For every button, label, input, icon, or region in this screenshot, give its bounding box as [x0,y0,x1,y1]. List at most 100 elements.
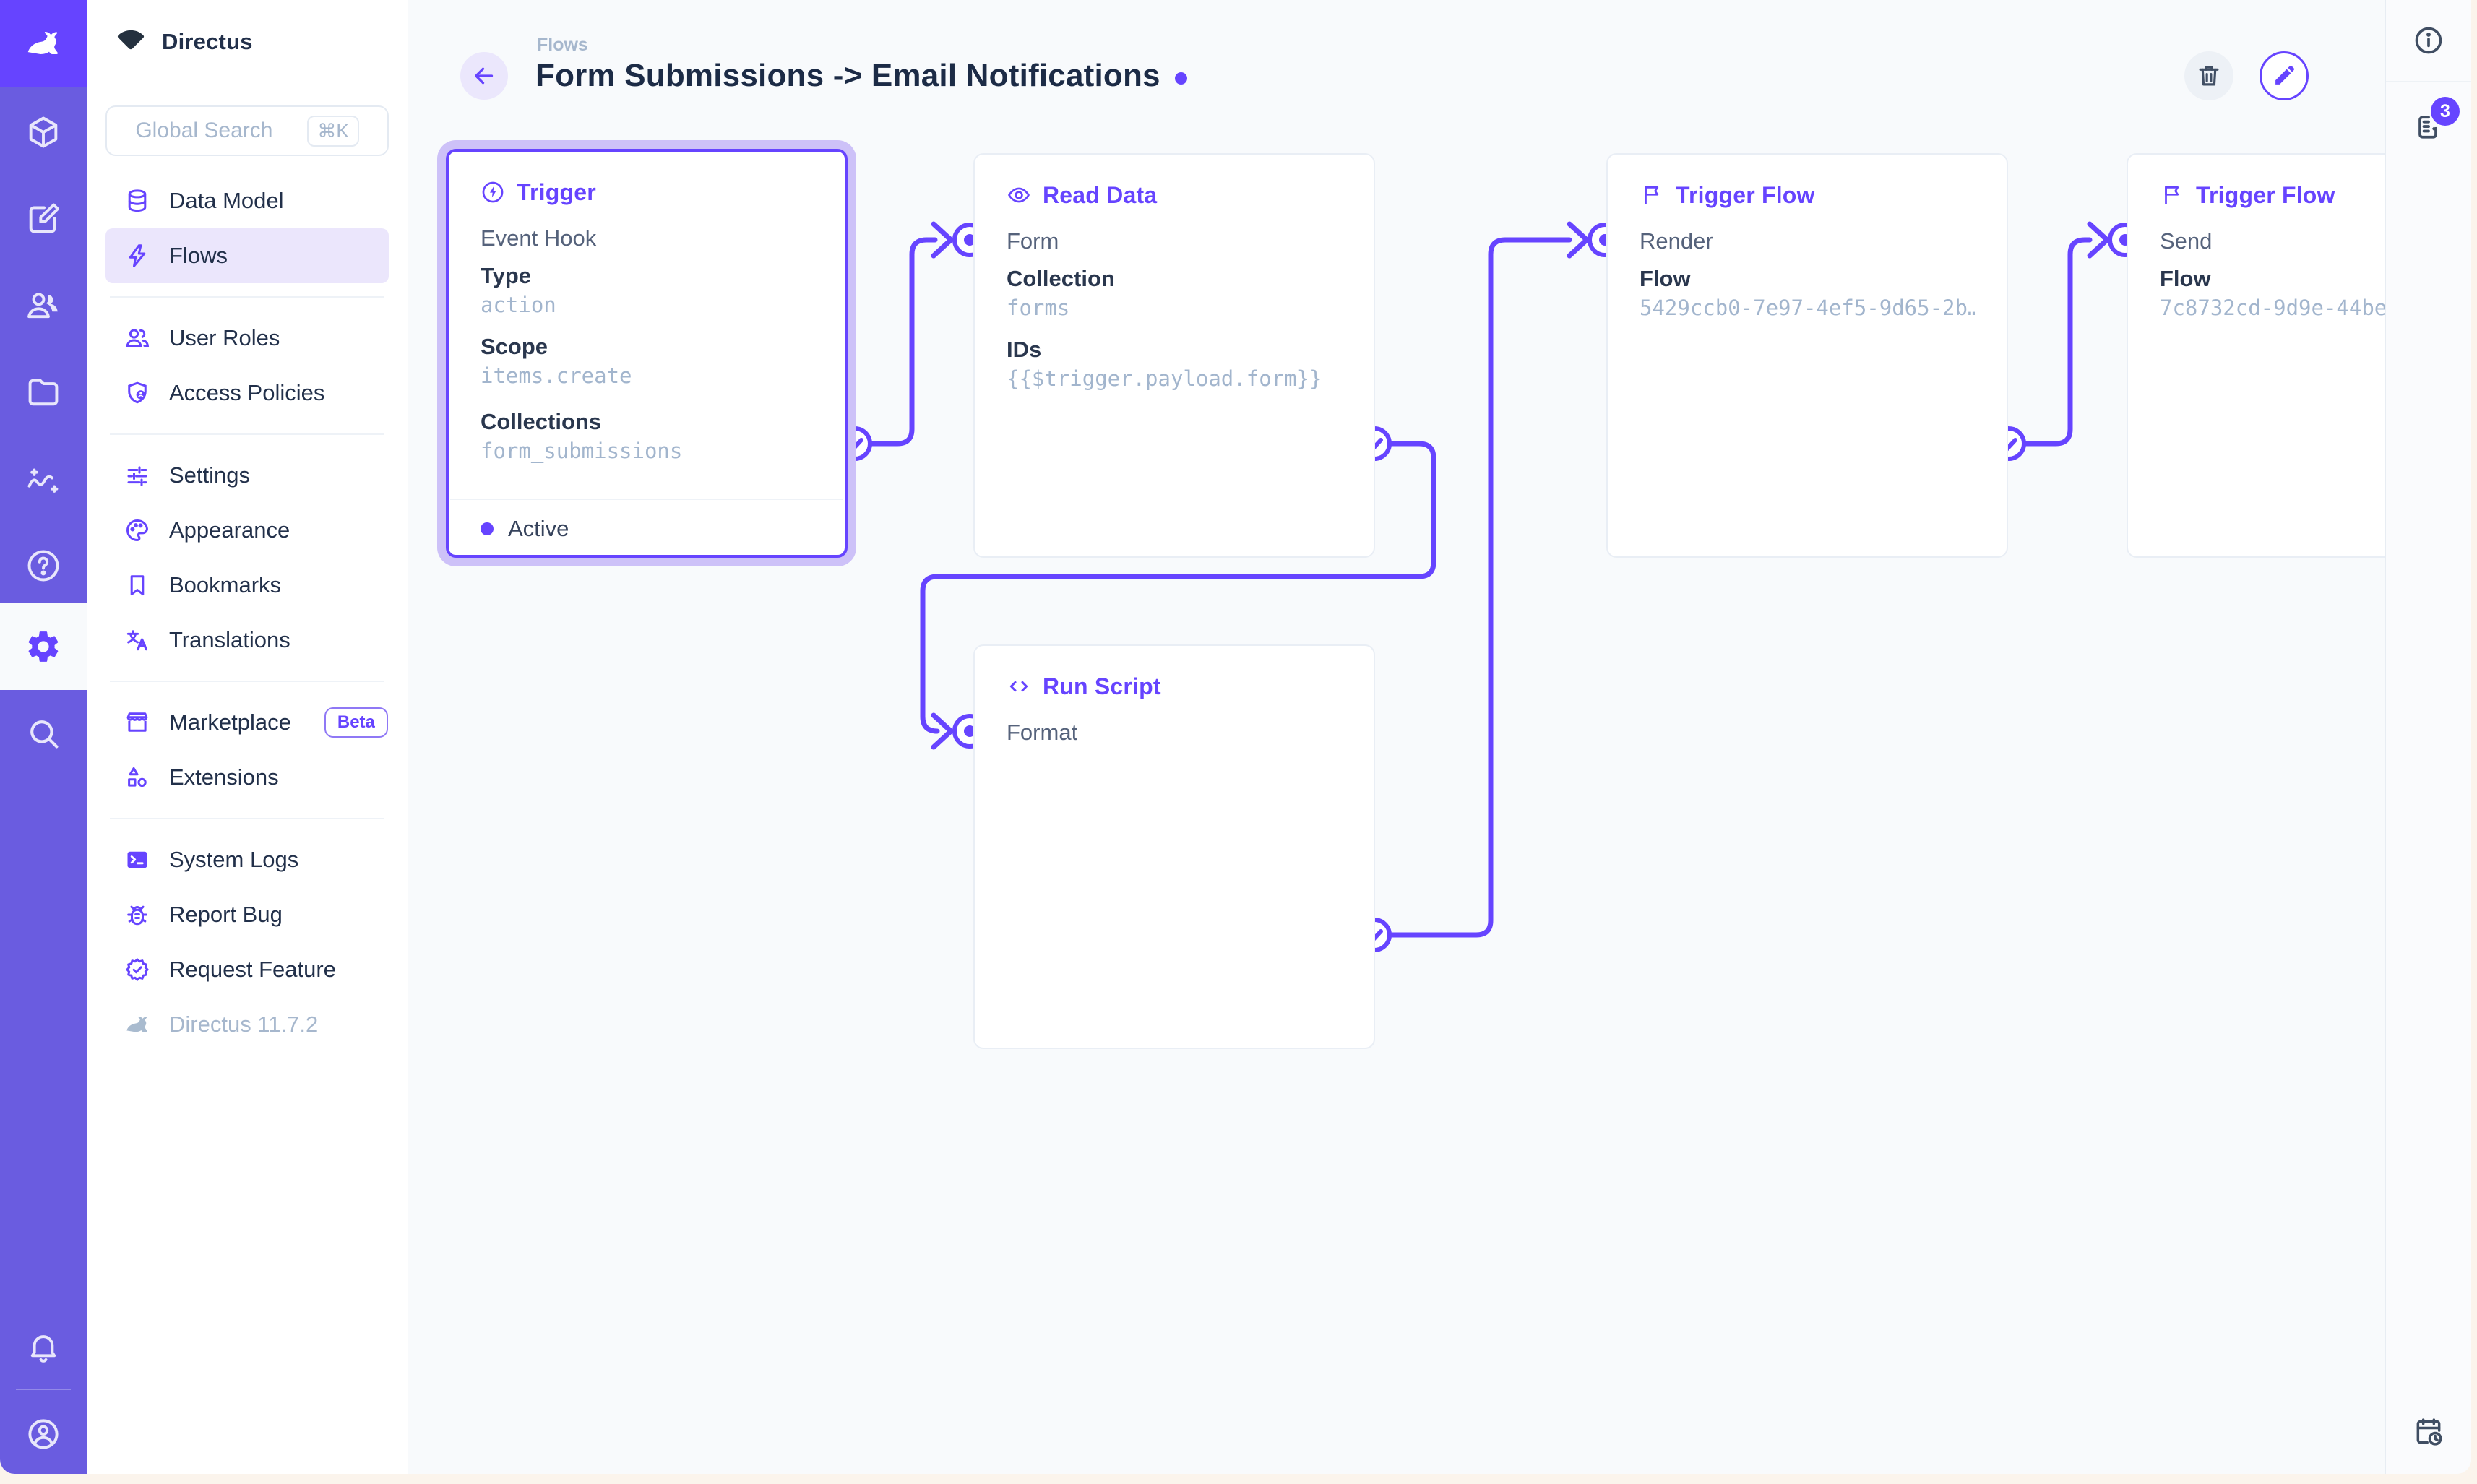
sidebar-item-label: User Roles [169,325,280,350]
version-label: Directus 11.7.2 [169,1011,319,1037]
field-value: form_submissions [481,439,683,463]
bookmark-icon [130,575,145,596]
project-switcher[interactable]: Directus [116,22,253,62]
sidebar-item-translations[interactable]: Translations [105,613,389,668]
module-editor[interactable] [0,176,87,262]
sidebar-item-label: Flows [169,243,228,268]
field-label: Flow [2160,266,2211,291]
module-settings-active[interactable] [0,603,87,690]
trigger-type-name: Event Hook [481,225,597,251]
flag-icon [2165,186,2179,204]
module-logo[interactable] [0,0,87,87]
operation-key: Format [1007,720,1078,745]
field-value: 7c8732cd-9d9e-44be [2160,295,2387,320]
panel-title: Run Script [1043,673,1161,699]
unsaved-dot-icon [1174,72,1187,85]
calendar-clock-icon [2416,1418,2442,1446]
panel-title: Trigger Flow [1676,181,1815,208]
module-users[interactable] [0,262,87,349]
project-name: Directus [162,29,253,54]
status-dot-icon [481,522,494,535]
sidebar-item-label: Marketplace [169,709,291,735]
operation-key: Render [1640,228,1713,254]
flow-panel-run-script[interactable]: Run Script Format [973,644,1375,1049]
breadcrumb[interactable]: Flows [537,35,588,55]
user-avatar-button[interactable] [0,1391,87,1474]
editor-pencil-square-icon [29,203,59,233]
module-search[interactable] [0,690,87,777]
sidebar-item-user-roles[interactable]: User Roles [105,311,389,366]
field-value: action [481,293,556,317]
content-cube-icon [29,116,58,148]
sidebar-item-label: Report Bug [169,902,283,927]
directus-rabbit-logo-icon [27,31,58,54]
nav-divider [110,433,384,435]
shapes-icon [128,767,147,788]
notifications-button[interactable] [0,1304,87,1391]
beta-badge: Beta [324,707,388,738]
flow-panel-trigger[interactable]: Trigger Event Hook Type action Scope ite… [446,149,848,558]
info-sidebar-button[interactable] [2386,0,2471,82]
page-header: Flows Form Submissions -> Email Notifica… [408,0,2385,144]
flow-status: Active [481,514,569,543]
project-logo-icon [117,30,145,50]
right-sidebar-rail: 3 [2385,0,2471,1474]
field-value: items.create [481,363,632,388]
logs-sidebar-button[interactable]: 3 [2386,84,2471,171]
sidebar-item-report-bug[interactable]: Report Bug [105,887,389,942]
logs-list-icon [2418,116,2438,139]
edit-flow-button[interactable] [2260,51,2309,100]
flow-panel-read-data[interactable]: Read Data Form Collection forms IDs {{$t… [973,153,1375,558]
field-value: {{$trigger.payload.form}} [1007,366,1322,391]
divider [450,499,843,500]
help-question-icon [27,550,59,582]
back-button[interactable] [460,52,508,100]
insights-icon [27,468,59,493]
notifications-bell-icon [30,1335,56,1363]
version-row: Directus 11.7.2 [105,997,389,1052]
status-label: Active [508,516,569,541]
sidebar-item-label: Settings [169,462,251,488]
module-help[interactable] [0,522,87,609]
sidebar-item-bookmarks[interactable]: Bookmarks [105,558,389,613]
operation-key: Form [1007,228,1059,254]
database-icon [128,189,147,212]
sidebar-item-access-policies[interactable]: Access Policies [105,366,389,420]
sidebar-item-marketplace[interactable]: Marketplace Beta [105,695,389,750]
terminal-icon [127,851,147,868]
sidebar-item-label: Bookmarks [169,572,282,598]
sidebar-item-label: Appearance [169,517,290,543]
bolt-icon [129,244,146,267]
operation-key: Send [2160,228,2213,254]
translate-icon [126,630,147,651]
sidebar-item-appearance[interactable]: Appearance [105,503,389,558]
sidebar-item-system-logs[interactable]: System Logs [105,832,389,887]
sidebar-item-flows[interactable]: Flows [105,228,389,283]
delete-flow-button[interactable] [2184,51,2233,100]
nav-divider [110,681,384,682]
schedule-button[interactable] [2386,1403,2471,1461]
module-files[interactable] [0,349,87,436]
nav-divider [110,296,384,298]
module-bar-divider [16,1389,71,1390]
sidebar-item-extensions[interactable]: Extensions [105,750,389,805]
code-brackets-icon [1009,681,1028,692]
module-insights[interactable] [0,436,87,522]
nav-list: Data Model Flows User Roles Access Polic… [105,173,389,1052]
sidebar-item-request-feature[interactable]: Request Feature [105,942,389,997]
logs-count-badge: 3 [2431,97,2460,126]
sidebar-item-settings[interactable]: Settings [105,448,389,503]
module-content[interactable] [0,89,87,176]
navigation-sidebar: Directus ⌘K Data Model Flows User Roles [87,0,408,1474]
storefront-icon [126,712,148,732]
circled-bolt-icon [482,181,504,203]
arrow-left-icon [475,67,494,85]
field-label: Flow [1640,266,1691,291]
global-search[interactable]: ⌘K [105,105,389,156]
sidebar-item-data-model[interactable]: Data Model [105,173,389,228]
flow-panel-trigger-flow-render[interactable]: Trigger Flow Render Flow 5429ccb0-7e97-4… [1606,153,2008,558]
search-input[interactable] [135,118,295,143]
seal-check-icon [126,958,149,981]
field-value: forms [1007,295,1070,320]
settings-gear-icon [28,631,59,662]
